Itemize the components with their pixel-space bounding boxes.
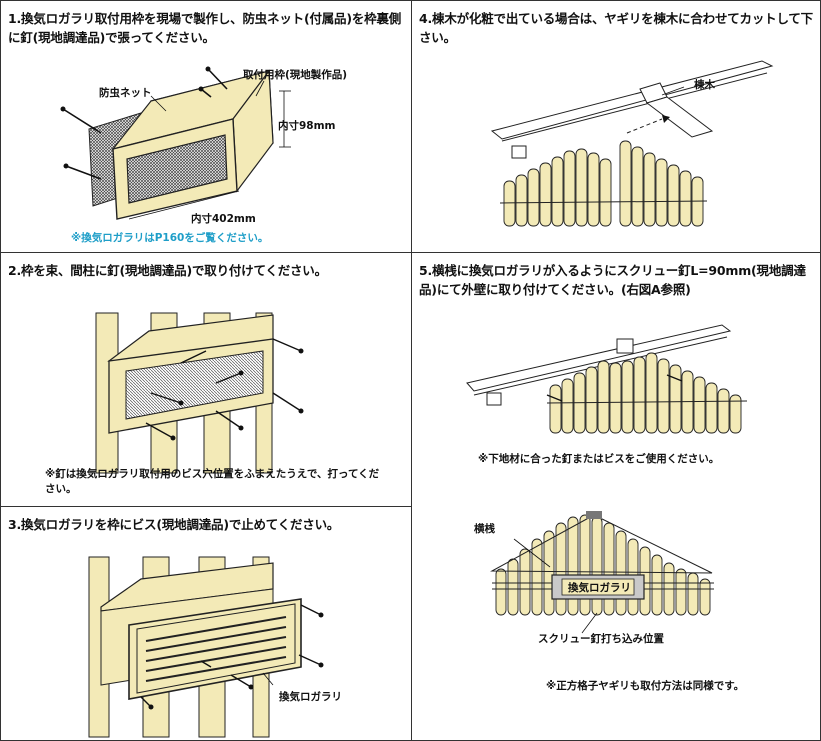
step-5-text: 5.横桟に換気ロガラリが入るようにスクリュー釘L=90mm(現地調達品)にて外壁… bbox=[419, 263, 806, 297]
panel-step-3: 3.換気ロガラリを枠にビス(現地調達品)で止めてください。 換気 bbox=[1, 507, 411, 740]
wall-mount-illustration bbox=[466, 324, 748, 634]
panel-step-2: 2.枠を束、間柱に釘(現地調達品)で取り付けてください。 ※釘は換気ロガラ bbox=[1, 253, 411, 506]
frame-mount-illustration bbox=[95, 312, 304, 474]
louver-label: 換気ロガラリ bbox=[279, 691, 342, 703]
step-4-text: 4.棟木が化粧で出ている場合は、ヤギリを棟木に合わせてカットして下さい。 bbox=[419, 11, 813, 45]
inner-height-label: 内寸98mm bbox=[278, 120, 336, 132]
rail-label: 横桟 bbox=[474, 523, 495, 535]
ridge-label: 棟木 bbox=[694, 79, 715, 91]
step-2-text: 2.枠を束、間柱に釘(現地調達品)で取り付けてください。 bbox=[8, 263, 327, 278]
screw-position-label: スクリュー釘打ち込み位置 bbox=[538, 633, 664, 645]
square-lattice-note: ※正方格子ヤギリも取付方法は同様です。 bbox=[546, 680, 745, 692]
inner-width-label: 内寸402mm bbox=[191, 213, 256, 225]
row-divider-1 bbox=[1, 252, 820, 253]
panel-step-4: 4.棟木が化粧で出ている場合は、ヤギリを棟木に合わせてカットして下さい。 bbox=[412, 1, 820, 252]
step-1-text: 1.換気ロガラリ取付用枠を現場で製作し、防虫ネット(付属品)を枠裏側に釘(現地調… bbox=[8, 11, 402, 45]
row-divider-2 bbox=[1, 506, 411, 507]
panel-step-1: 1.換気ロガラリ取付用枠を現場で製作し、防虫ネット(付属品)を枠裏側に釘(現地調… bbox=[1, 1, 411, 252]
column-divider bbox=[411, 1, 412, 740]
net-label: 防虫ネット bbox=[99, 87, 152, 99]
panel-step-5: 5.横桟に換気ロガラリが入るようにスクリュー釘L=90mm(現地調達品)にて外壁… bbox=[412, 253, 820, 740]
ridge-cut-illustration bbox=[490, 60, 774, 227]
nail-position-note: ※釘は換気ロガラリ取付用のビス穴位置をふまえたうえで、打ってください。 bbox=[45, 468, 380, 495]
frame-with-net-illustration bbox=[60, 66, 291, 220]
louver-mount-illustration bbox=[88, 556, 324, 738]
frame-label: 取付用枠(現地製作品) bbox=[243, 69, 348, 81]
louver-label-a: 換気ロガラリ bbox=[568, 582, 631, 594]
step-3-text: 3.換気ロガラリを枠にビス(現地調達品)で止めてください。 bbox=[8, 517, 340, 532]
fastener-note: ※下地材に合った釘またはビスをご使用ください。 bbox=[478, 453, 720, 465]
reference-note: ※換気ロガラリはP160をご覧ください。 bbox=[71, 232, 269, 244]
